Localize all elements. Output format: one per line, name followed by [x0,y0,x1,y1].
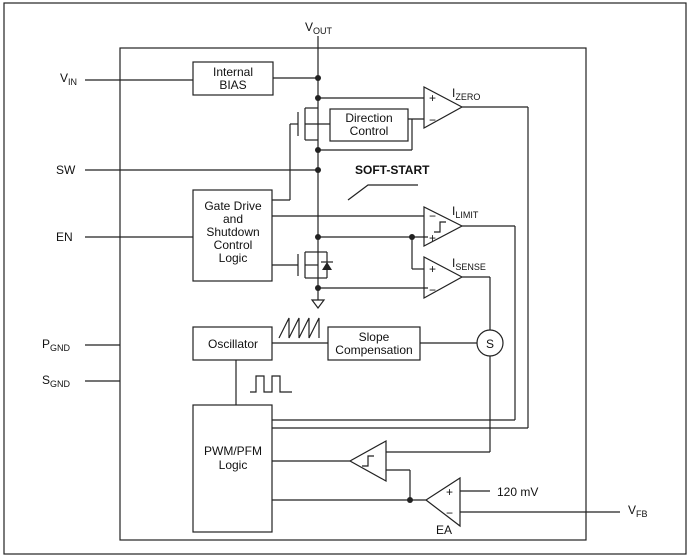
pin-sgnd: SGND [42,373,71,389]
slope-compensation-line1: Slope [359,330,390,344]
gate-drive-line4: Control [214,238,253,252]
gate-drive-line3: Shutdown [206,225,259,239]
isense-minus: − [429,283,436,297]
gate-drive-block [192,189,273,282]
ilimit-label: ILIMIT [452,204,479,220]
direction-control-line1: Direction [345,111,392,125]
ea-minus: − [446,506,453,520]
isense-plus: + [429,262,436,276]
direction-control-line2: Control [350,124,389,138]
pwm-hysteresis-icon [362,455,374,467]
ilimit-plus: + [429,231,436,245]
internal-bias-block [192,61,274,96]
pin-vin: VIN [60,71,77,87]
ilimit-minus: − [429,209,436,223]
summing-node-label: S [486,337,494,351]
izero-label: IZERO [452,86,480,102]
square-wave-icon [250,375,292,393]
pwm-pfm-line1: PWM/PFM [204,444,262,458]
isense-label: ISENSE [452,256,486,272]
izero-comparator [423,86,464,130]
gate-drive-line1: Gate Drive [204,199,262,213]
pin-vfb: VFB [628,503,648,519]
pin-sw: SW [56,163,76,177]
soft-start-ramp-icon [347,184,418,201]
pwm-pfm-line2: Logic [219,458,248,472]
gate-drive-line5: Logic [219,251,248,265]
soft-start-label: SOFT-START [355,163,430,177]
gate-drive-line2: and [223,212,243,226]
izero-plus: + [429,91,436,105]
ilimit-comparator [423,206,464,247]
sawtooth-icon [278,317,320,339]
ilimit-hysteresis-icon [434,221,446,233]
pwm-pfm-block [192,404,273,533]
internal-bias-line2: BIAS [219,78,246,92]
chip-boundary [119,47,587,541]
internal-bias-line1: Internal [213,65,253,79]
high-side-mosfet [272,98,330,201]
izero-minus: − [429,113,436,127]
ground-icon [310,299,326,309]
figure-frame [3,2,687,555]
isense-amplifier [423,256,464,300]
pin-pgnd: PGND [42,337,71,353]
ea-label: EA [436,523,452,537]
direction-control-block [329,108,409,142]
low-side-mosfet [272,251,333,279]
ea-plus: + [446,485,453,499]
oscillator-block [192,326,273,361]
slope-compensation-block [327,326,421,361]
pin-wires [85,36,620,513]
pin-en: EN [56,230,73,244]
reference-voltage-label: 120 mV [497,485,538,499]
pin-vout: VOUT [305,20,333,36]
oscillator-label: Oscillator [208,337,258,351]
error-amplifier [424,476,461,528]
slope-compensation-line2: Compensation [335,343,412,357]
